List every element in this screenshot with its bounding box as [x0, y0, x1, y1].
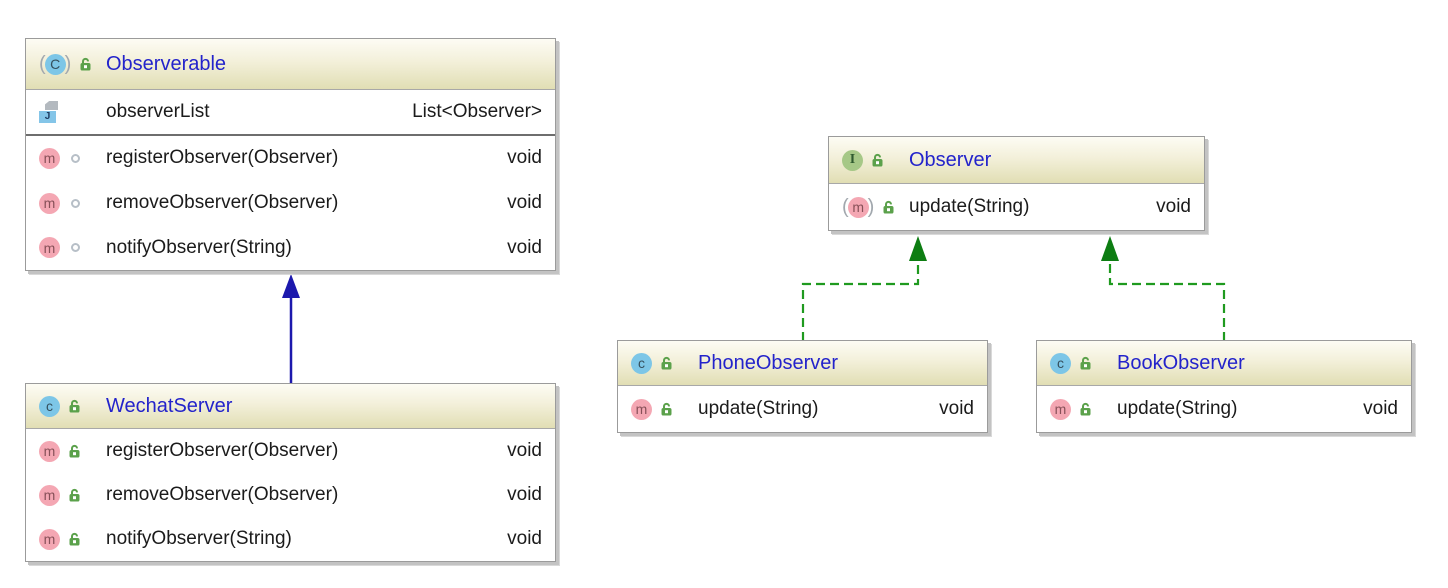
- method-row[interactable]: m notifyObserver(String) void: [26, 517, 555, 561]
- class-node-wechatserver[interactable]: c WechatServer m registerObserver(Observ…: [25, 383, 556, 562]
- class-header[interactable]: I Observer: [829, 137, 1204, 184]
- class-icon: c: [39, 395, 60, 417]
- method-name: registerObserver(Observer): [106, 440, 339, 461]
- method-name: notifyObserver(String): [106, 236, 292, 258]
- method-icon: m: [1050, 398, 1071, 420]
- abstract-method-icon: m: [842, 196, 874, 218]
- method-name: registerObserver(Observer): [106, 147, 339, 169]
- method-return-type: void: [507, 528, 542, 549]
- package-visibility-icon: [71, 153, 80, 163]
- method-return-type: void: [507, 236, 542, 258]
- unlocked-padlock-icon: [68, 532, 82, 546]
- class-title: WechatServer: [106, 394, 233, 417]
- class-node-observerable[interactable]: C Observerable J observerList List<Obser…: [25, 38, 556, 271]
- method-icon: m: [39, 484, 60, 506]
- class-header[interactable]: c PhoneObserver: [618, 341, 987, 386]
- method-row[interactable]: m registerObserver(Observer) void: [26, 429, 555, 473]
- method-row[interactable]: m update(String) void: [1037, 386, 1411, 432]
- method-return-type: void: [1363, 398, 1398, 419]
- class-node-bookobserver[interactable]: c BookObserver m update(String) void: [1036, 340, 1412, 433]
- method-name: update(String): [1117, 398, 1238, 419]
- class-icon: c: [1050, 352, 1071, 374]
- interface-node-observer[interactable]: I Observer m update(String) void: [828, 136, 1205, 231]
- class-header[interactable]: c BookObserver: [1037, 341, 1411, 386]
- method-return-type: void: [1156, 196, 1191, 217]
- unlocked-padlock-icon: [68, 444, 82, 458]
- class-icon: c: [631, 352, 652, 374]
- method-return-type: void: [507, 484, 542, 505]
- class-title: Observerable: [106, 52, 227, 75]
- java-field-icon: J: [39, 101, 58, 123]
- unlocked-padlock-icon: [882, 200, 896, 214]
- abstract-class-icon: C: [39, 53, 71, 75]
- unlocked-padlock-icon: [68, 488, 82, 502]
- unlocked-padlock-icon: [79, 57, 93, 71]
- field-name: observerList: [106, 101, 210, 122]
- field-type: List<Observer>: [412, 101, 542, 122]
- unlocked-padlock-icon: [871, 153, 885, 167]
- method-return-type: void: [507, 147, 542, 169]
- method-icon: m: [39, 528, 60, 550]
- package-visibility-icon: [71, 198, 80, 208]
- implements-arrow-phoneobserver-observer[interactable]: [801, 236, 927, 341]
- method-row[interactable]: m update(String) void: [618, 386, 987, 432]
- method-row[interactable]: m update(String) void: [829, 184, 1204, 230]
- method-row[interactable]: m removeObserver(Observer) void: [26, 181, 555, 226]
- unlocked-padlock-icon: [660, 356, 674, 370]
- method-icon: m: [39, 147, 60, 169]
- unlocked-padlock-icon: [1079, 356, 1093, 370]
- method-name: update(String): [909, 196, 1030, 217]
- interface-icon: I: [842, 149, 863, 171]
- method-icon: m: [39, 440, 60, 462]
- implements-arrow-bookobserver-observer[interactable]: [1101, 236, 1226, 341]
- interface-title: Observer: [909, 148, 992, 171]
- method-row[interactable]: m registerObserver(Observer) void: [26, 136, 555, 181]
- method-name: removeObserver(Observer): [106, 192, 339, 213]
- method-return-type: void: [939, 398, 974, 419]
- class-header[interactable]: C Observerable: [26, 39, 555, 90]
- unlocked-padlock-icon: [1079, 402, 1093, 416]
- method-name: update(String): [698, 398, 819, 419]
- class-header[interactable]: c WechatServer: [26, 384, 555, 429]
- method-row[interactable]: m notifyObserver(String) void: [26, 225, 555, 270]
- extends-arrow-wechatserver-observerable[interactable]: [282, 274, 300, 383]
- package-visibility-icon: [71, 243, 80, 253]
- unlocked-padlock-icon: [68, 399, 82, 413]
- unlocked-padlock-icon: [660, 402, 674, 416]
- method-return-type: void: [507, 440, 542, 461]
- method-icon: m: [39, 237, 60, 259]
- class-title: BookObserver: [1117, 351, 1245, 374]
- class-node-phoneobserver[interactable]: c PhoneObserver m update(String) void: [617, 340, 988, 433]
- class-title: PhoneObserver: [698, 351, 839, 374]
- method-return-type: void: [507, 192, 542, 213]
- method-icon: m: [39, 192, 60, 214]
- method-icon: m: [631, 398, 652, 420]
- method-row[interactable]: m removeObserver(Observer) void: [26, 473, 555, 517]
- method-name: notifyObserver(String): [106, 528, 292, 549]
- field-row[interactable]: J observerList List<Observer>: [26, 90, 555, 136]
- method-name: removeObserver(Observer): [106, 484, 339, 505]
